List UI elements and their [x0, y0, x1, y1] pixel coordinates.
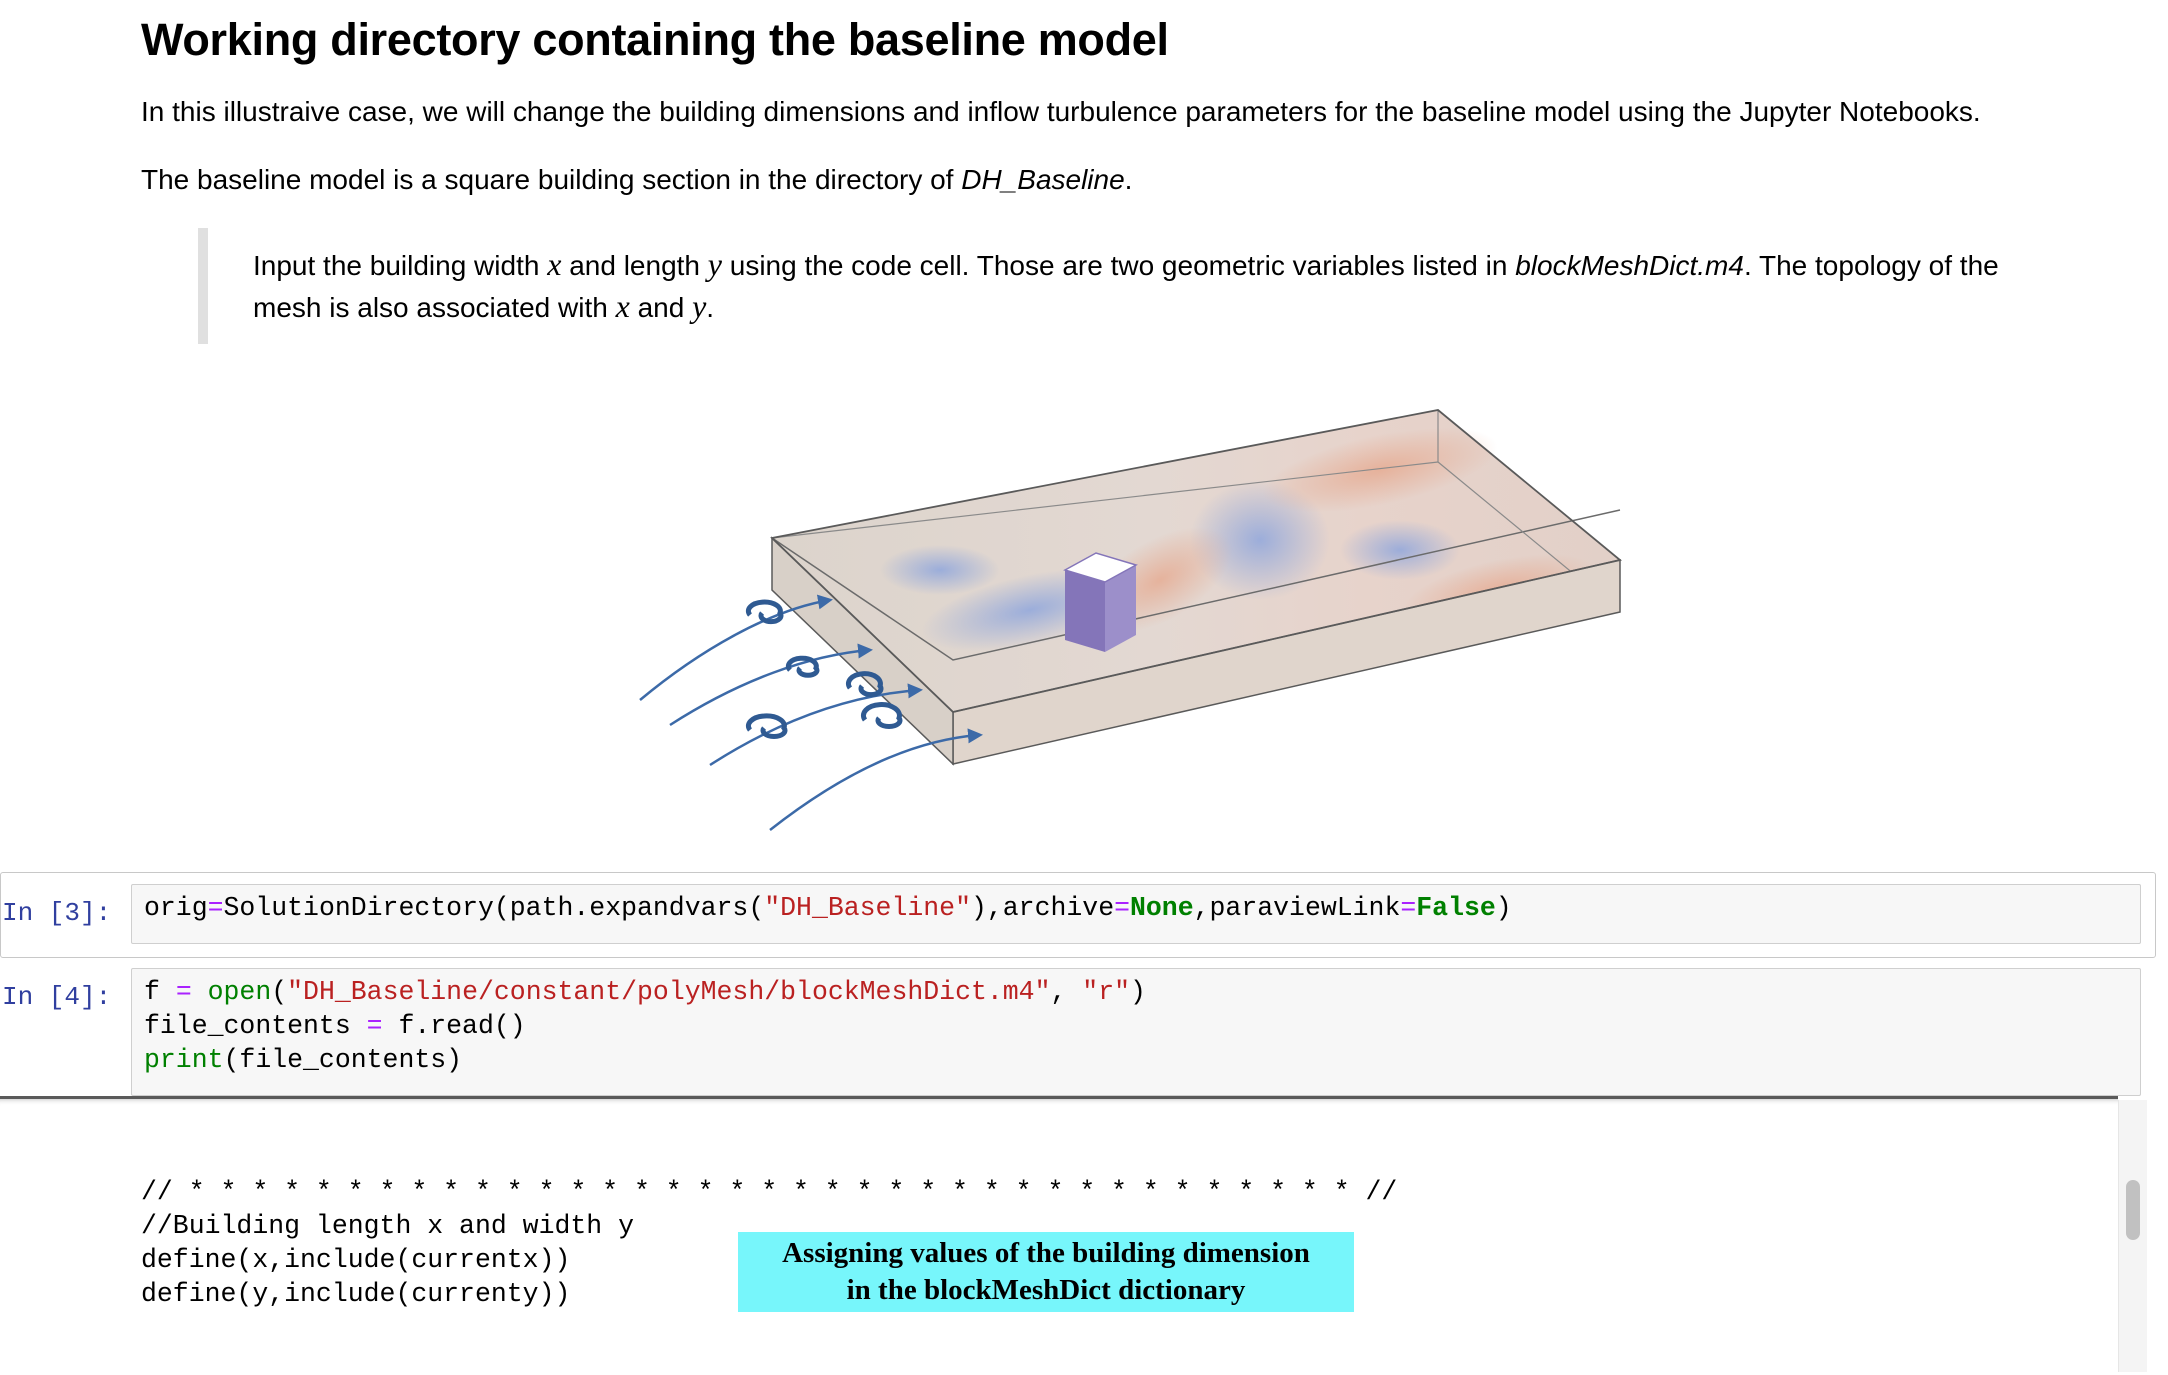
building-side — [1105, 565, 1136, 652]
quote-text: . The topology of the mesh is also assoc… — [253, 250, 1999, 323]
annotation-line: in the blockMeshDict dictionary — [846, 1274, 1246, 1306]
code-input-4[interactable]: f = open("DH_Baseline/constant/polyMesh/… — [131, 968, 2141, 1096]
output-line: // * * * * * * * * * * * * * * * * * * *… — [141, 1177, 1398, 1207]
blockquote: Input the building width x and length y … — [198, 228, 2053, 344]
turbulence-eddy — [745, 599, 903, 739]
code-token: ,paraviewLink — [1193, 893, 1401, 923]
code-cell-3[interactable] — [0, 872, 2156, 958]
code-token: ( — [271, 977, 288, 1007]
code-operator: = — [1114, 893, 1130, 923]
cell-output-area[interactable]: // * * * * * * * * * * * * * * * * * * *… — [0, 1096, 2118, 1375]
input-prompt-3: In [3]: — [2, 898, 112, 928]
blockquote-text: Input the building width x and length y … — [253, 244, 2043, 328]
wake-blue — [1340, 520, 1460, 580]
output-line: define(x,include(currentx)) — [141, 1245, 571, 1275]
annotation-line: Assigning values of the building dimensi… — [782, 1237, 1310, 1269]
input-prompt-4: In [4]: — [2, 982, 112, 1012]
inflow-arrow — [769, 728, 983, 831]
code-token: ),archive — [970, 893, 1115, 923]
output-text: // * * * * * * * * * * * * * * * * * * *… — [141, 1175, 1397, 1311]
quote-text: using the code cell. Those are two geome… — [721, 250, 1516, 281]
code-token: f.read() — [382, 1011, 526, 1041]
quote-text: Input the building width — [253, 250, 548, 281]
cfd-domain-figure — [639, 409, 1622, 831]
code-builtin: print — [144, 1045, 224, 1075]
code-keyword: None — [1130, 893, 1194, 923]
wake-red — [1262, 427, 1498, 513]
code-string: "DH_Baseline/constant/polyMesh/blockMesh… — [287, 977, 1051, 1007]
wake-blue — [880, 545, 1000, 595]
annotation-callout: Assigning values of the building dimensi… — [738, 1232, 1354, 1312]
code-token: SolutionDirectory(path.expandvars( — [223, 893, 765, 923]
code-token: f — [144, 977, 176, 1007]
quote-text: and — [629, 292, 693, 323]
code-operator: = — [207, 893, 224, 923]
code-operator: = — [366, 1011, 383, 1041]
code-operator: = — [1400, 893, 1417, 923]
inflow-arrow — [669, 643, 873, 727]
code-builtin: open — [207, 977, 272, 1007]
intro-paragraph: In this illustraive case, we will change… — [141, 96, 1981, 127]
domain-outline — [770, 409, 1622, 713]
code-token: ) — [1495, 893, 1512, 923]
code-token: (file_contents) — [223, 1045, 463, 1075]
var-y: y — [692, 288, 707, 324]
code-string: "r" — [1082, 977, 1131, 1007]
baseline-paragraph: The baseline model is a square building … — [141, 160, 2131, 200]
code-token: orig — [144, 893, 208, 923]
baseline-dir-name: DH_Baseline — [961, 164, 1125, 195]
code-token: ) — [1130, 977, 1146, 1007]
output-scrollbar[interactable] — [2118, 1100, 2147, 1372]
scrollbar-thumb[interactable] — [2126, 1180, 2140, 1240]
code-token: file_contents — [144, 1011, 367, 1041]
var-x: x — [547, 246, 562, 282]
baseline-text: The baseline model is a square building … — [141, 164, 962, 195]
code-token — [192, 977, 208, 1007]
quote-text: . — [706, 292, 715, 323]
code-input-3[interactable]: orig=SolutionDirectory(path.expandvars("… — [131, 884, 2141, 944]
var-y: y — [707, 246, 722, 282]
building-front — [1065, 570, 1105, 652]
code-operator: = — [175, 977, 192, 1007]
output-line: define(y,include(currenty)) — [141, 1279, 571, 1309]
file-name: blockMeshDict.m4 — [1515, 250, 1744, 281]
var-x: x — [615, 288, 630, 324]
domain-inner-edge — [771, 509, 1621, 661]
code-keyword: False — [1416, 893, 1496, 923]
code-token: , — [1050, 977, 1083, 1007]
baseline-text-end: . — [1124, 164, 1133, 195]
quote-text: and length — [561, 250, 708, 281]
domain-inner-edge — [771, 461, 1439, 539]
output-line: //Building length x and width y — [141, 1211, 634, 1241]
inflow-arrow — [709, 683, 923, 767]
inflow-arrow — [639, 594, 833, 701]
building-top — [1063, 552, 1138, 583]
code-string: "DH_Baseline" — [764, 893, 971, 923]
markdown-heading: Working directory containing the baselin… — [141, 14, 1169, 65]
